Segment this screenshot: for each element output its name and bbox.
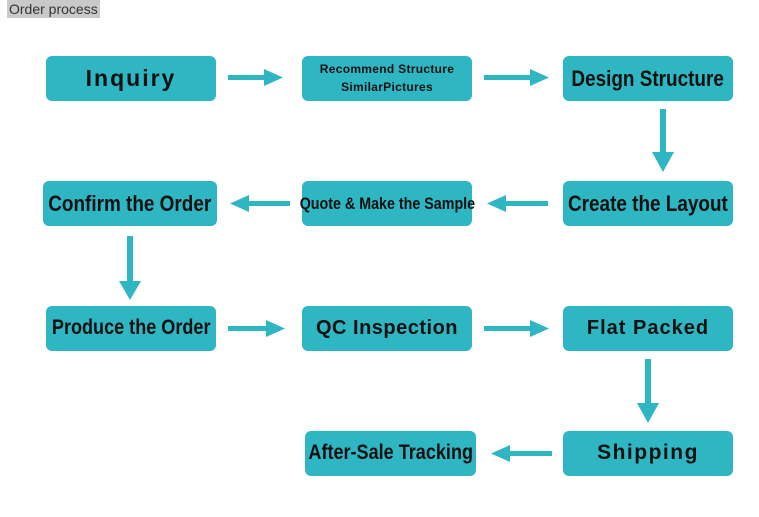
step-flat-packed: Flat Packed [563,306,733,351]
arrow-confirm-to-produce [119,236,141,300]
step-layout-label: Create the Layout [568,190,728,216]
step-flat-label: Flat Packed [586,317,710,339]
arrow-recommend-to-design [484,69,549,86]
step-quote-label: Quote & Make the Sample [299,193,475,213]
step-recommend-structure: Recommend Structure SimilarPictures [302,56,472,101]
step-recommend-label-line1: Recommend Structure [319,61,455,76]
step-produce-order: Produce the Order [46,306,216,351]
arrow-qc-to-flat [484,320,549,337]
step-shipping: Shipping [563,431,733,476]
arrow-quote-to-confirm [230,195,290,212]
step-inquiry: Inquiry [46,56,216,101]
arrow-design-to-layout [652,109,674,172]
arrow-produce-to-qc [228,320,285,337]
step-qc-inspection: QC Inspection [302,306,472,351]
step-confirm-label: Confirm the Order [48,190,212,216]
step-confirm-order: Confirm the Order [43,181,217,226]
arrow-flat-to-shipping [637,359,659,423]
step-design-label: Design Structure [571,65,725,91]
arrow-layout-to-quote [487,195,548,212]
step-inquiry-label: Inquiry [85,65,177,92]
page-title: Order process [7,0,100,18]
step-quote-sample: Quote & Make the Sample [299,181,475,226]
step-design-structure: Design Structure [563,56,733,101]
step-recommend-label-line2: SimilarPictures [341,79,433,94]
step-create-layout: Create the Layout [563,181,733,226]
step-after-sale-tracking: After-Sale Tracking [305,431,476,476]
step-qc-label: QC Inspection [315,317,459,339]
step-shipping-label: Shipping [597,441,699,465]
step-produce-label: Produce the Order [51,316,211,340]
arrow-inquiry-to-recommend [228,69,283,86]
arrow-shipping-to-aftersale [491,445,552,462]
step-aftersale-label: After-Sale Tracking [308,441,473,465]
